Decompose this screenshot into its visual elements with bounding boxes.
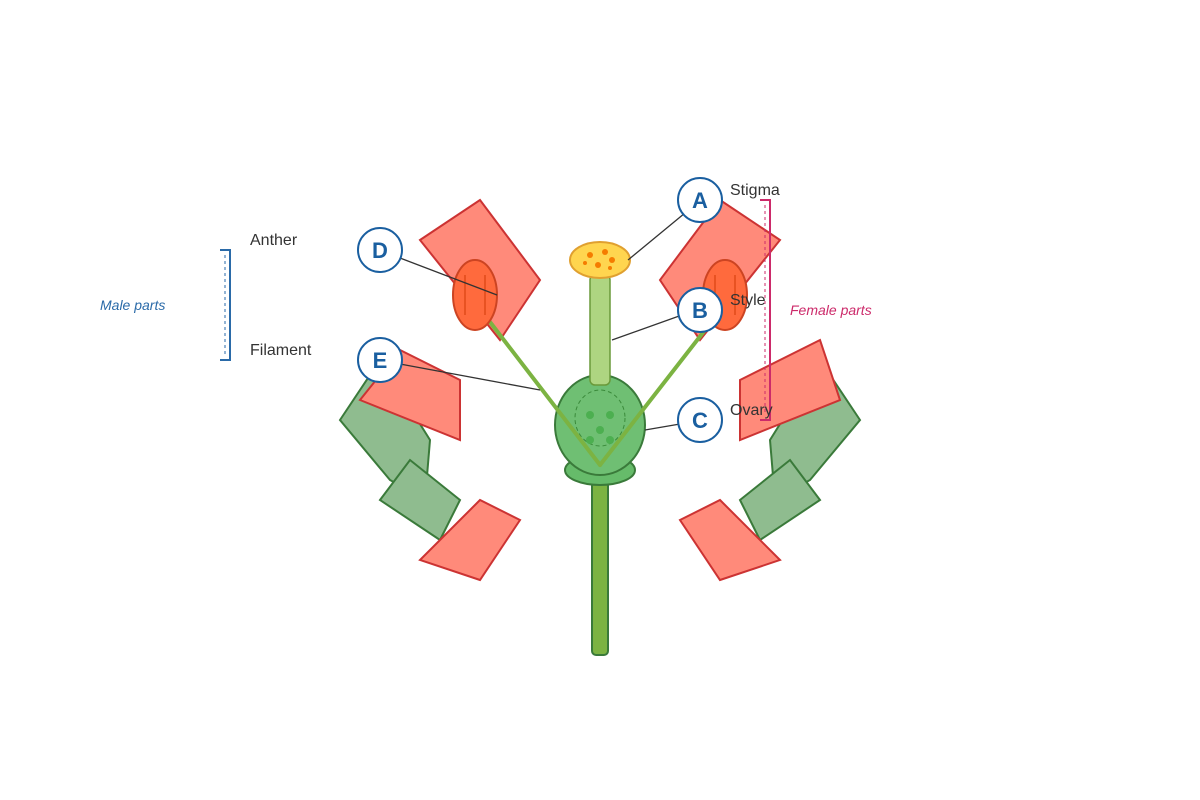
label-ovary: Ovary — [730, 402, 773, 419]
label-stigma: Stigma — [730, 182, 780, 199]
svg-text:B: B — [692, 298, 708, 323]
leader-d — [399, 257, 498, 296]
label-anther: Anther — [250, 232, 298, 249]
badge-e: E — [357, 337, 403, 383]
leader-b — [611, 314, 683, 341]
svg-text:C: C — [692, 408, 708, 433]
ovules — [586, 411, 614, 444]
label-filament: Filament — [250, 342, 312, 359]
sepal-left-lower — [378, 458, 462, 542]
filament-left — [488, 320, 602, 467]
leader-a — [627, 212, 686, 261]
male-parts-label: Male parts — [100, 297, 165, 313]
pollen-dots — [583, 249, 615, 270]
petal-mid-right — [739, 338, 842, 442]
petal-lower-left — [418, 498, 522, 582]
badge-b: B — [677, 287, 723, 333]
male-parts-bracket — [220, 249, 231, 361]
female-parts-bracket — [760, 199, 771, 421]
filament-right — [598, 328, 707, 467]
petal-lower-right — [678, 498, 782, 582]
style-shape — [589, 274, 611, 386]
sepal-right-lower — [738, 458, 822, 542]
label-style: Style — [730, 292, 766, 309]
ovary-chamber — [574, 389, 626, 447]
badge-c: C — [677, 397, 723, 443]
badge-d: D — [357, 227, 403, 273]
stigma-shape — [569, 241, 631, 279]
svg-text:A: A — [692, 188, 708, 213]
leader-e — [399, 363, 541, 391]
svg-text:E: E — [373, 348, 388, 373]
svg-text:D: D — [372, 238, 388, 263]
anther-left — [452, 259, 498, 331]
female-parts-label: Female parts — [790, 302, 872, 318]
badge-a: A — [677, 177, 723, 223]
leader-c — [644, 423, 681, 431]
stem — [591, 474, 609, 656]
